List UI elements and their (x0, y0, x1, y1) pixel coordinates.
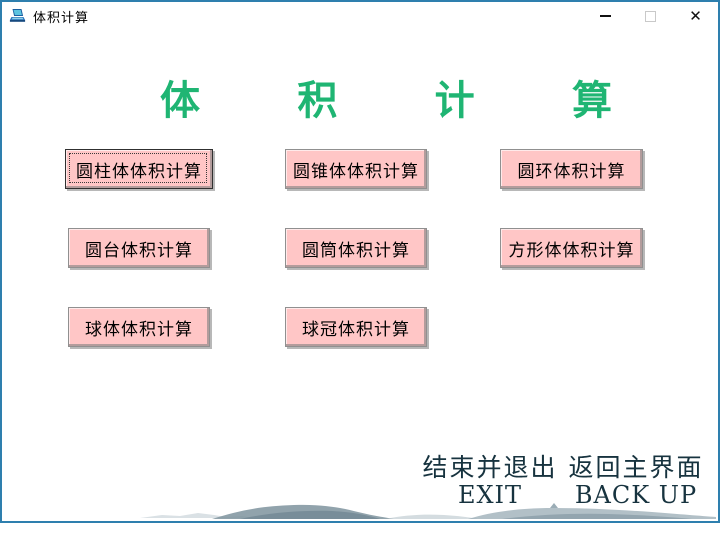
exit-link[interactable]: 结束并退出 EXIT (407, 454, 573, 509)
spherical-cap-volume-button[interactable]: 球冠体积计算 (285, 307, 427, 347)
page-title: 体 积 计 算 (160, 68, 612, 126)
app-window: 体积计算 ✕ 体 积 计 算 圆柱体体积计算 圆锥体体积计算 圆环体积计算 (0, 0, 720, 523)
laptop-app-icon (9, 9, 26, 22)
cylinder-volume-button[interactable]: 圆柱体体积计算 (65, 149, 213, 189)
cone-volume-button[interactable]: 圆锥体体积计算 (285, 149, 427, 189)
minimize-icon (600, 15, 611, 17)
back-link[interactable]: 返回主界面 BACK UP (558, 454, 714, 509)
minimize-button[interactable] (583, 2, 628, 30)
tube-volume-button[interactable]: 圆筒体积计算 (285, 228, 427, 268)
maximize-button[interactable] (628, 2, 673, 30)
page-title-char: 积 (297, 79, 338, 123)
exit-link-zh: 结束并退出 (422, 453, 558, 482)
page-title-char: 算 (571, 79, 612, 123)
page-title-char: 体 (160, 79, 200, 123)
mountain-watercolor-decoration (140, 503, 716, 519)
torus-volume-button[interactable]: 圆环体积计算 (500, 149, 643, 189)
window-controls: ✕ (583, 2, 718, 30)
page-title-char: 计 (434, 79, 475, 123)
close-button[interactable]: ✕ (673, 2, 718, 30)
close-icon: ✕ (689, 7, 702, 25)
back-link-zh: 返回主界面 (568, 453, 704, 482)
exit-link-en: EXIT (457, 481, 523, 509)
frustum-volume-button[interactable]: 圆台体积计算 (68, 228, 210, 268)
maximize-icon (645, 10, 656, 22)
window-title: 体积计算 (33, 9, 90, 25)
cuboid-volume-button[interactable]: 方形体体积计算 (500, 228, 643, 268)
title-bar[interactable]: 体积计算 ✕ (2, 2, 718, 30)
sphere-volume-button[interactable]: 球体体积计算 (68, 307, 210, 347)
back-link-en: BACK UP (574, 481, 698, 509)
